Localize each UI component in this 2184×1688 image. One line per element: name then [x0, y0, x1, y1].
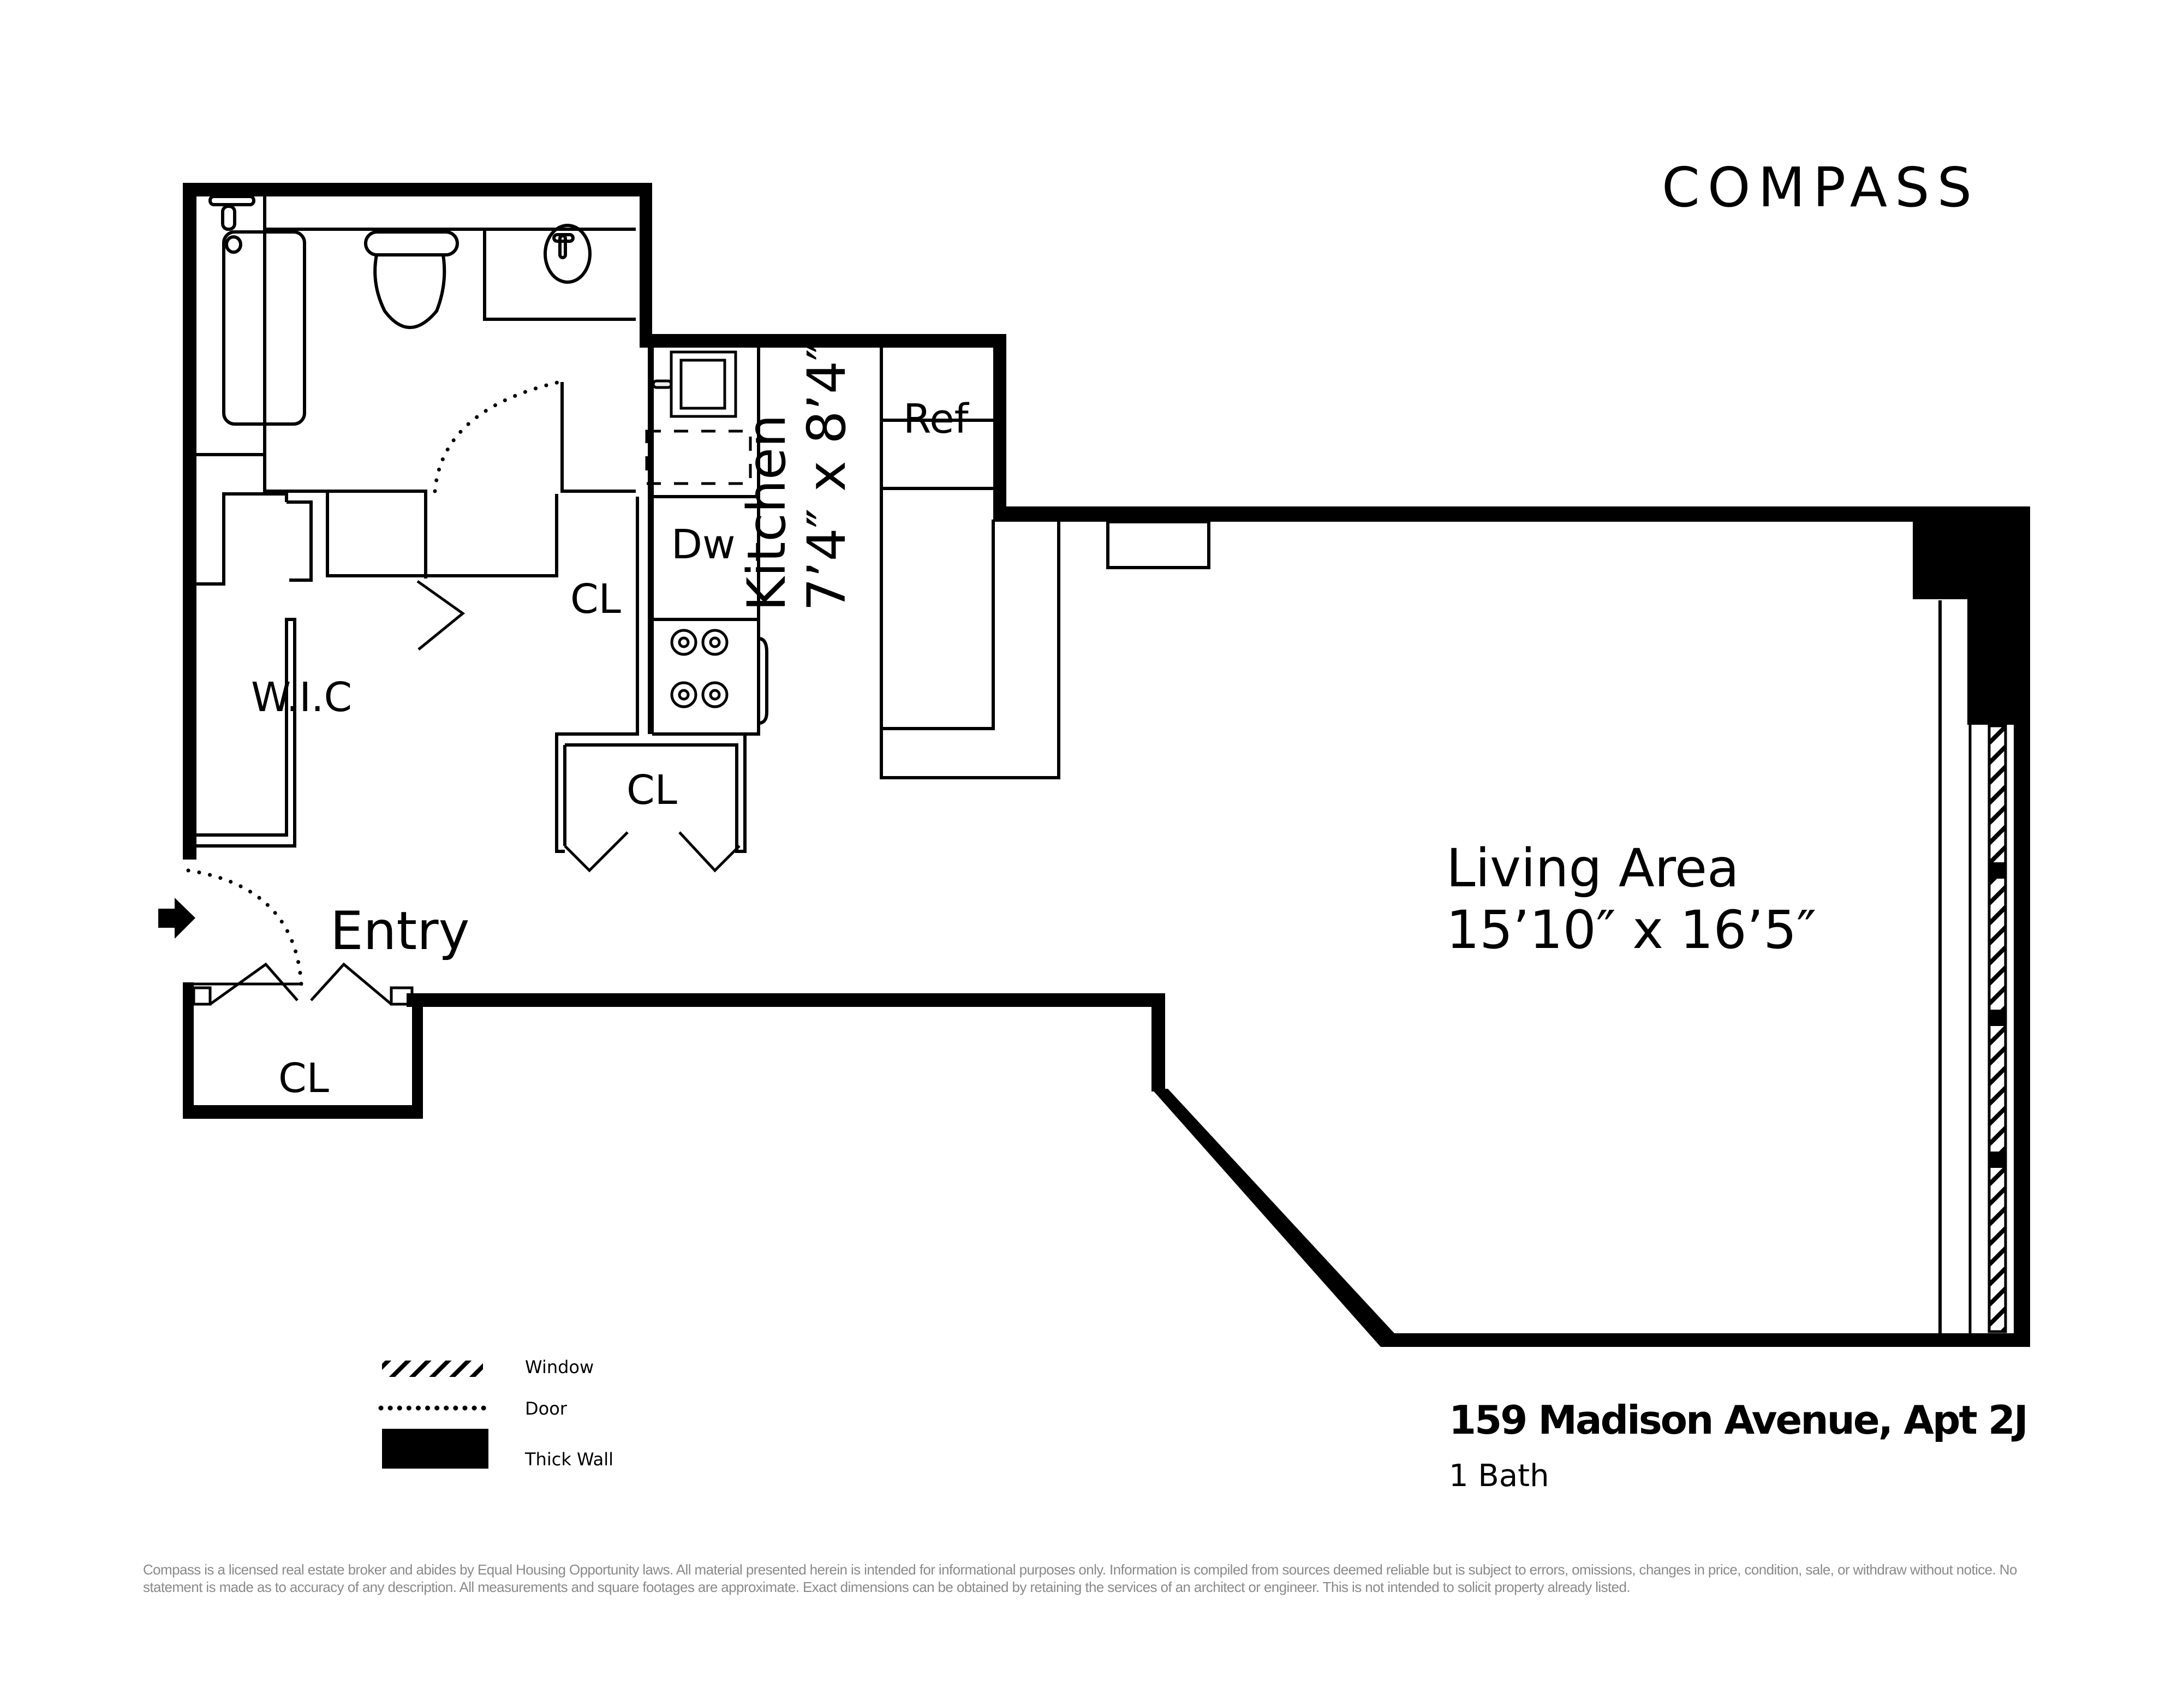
bath-sink-icon [544, 224, 592, 284]
legend-thick-wall-label: Thick Wall [525, 1449, 613, 1470]
legend-window-symbol [382, 1361, 483, 1377]
toilet-icon [364, 230, 459, 329]
label-closet-mid: CL [570, 576, 621, 623]
kitchen-dimensions: 7’4″ x 8’4″ [796, 341, 857, 611]
stove-icon [670, 629, 729, 708]
label-dishwasher: Dw [671, 521, 736, 568]
legend-wall-symbol [382, 1429, 488, 1469]
thick-walls [183, 183, 2030, 1347]
dishwasher-icon [645, 430, 752, 485]
label-living-area: Living Area [1446, 838, 1739, 899]
bathtub-icon [208, 195, 306, 426]
living-area-dimensions: 15’10″ x 16’5″ [1446, 899, 1817, 961]
window-right [1938, 600, 2007, 1333]
label-kitchen: Kitchen 7’4″ x 8’4″ [736, 341, 857, 611]
disclaimer-text: Compass is a licensed real estate broker… [143, 1561, 2017, 1595]
entry-arrow-icon [158, 898, 195, 939]
door-swings [186, 380, 562, 986]
listing-baths: 1 Bath [1449, 1458, 1549, 1494]
label-refrigerator: Ref [903, 396, 969, 443]
kitchen-name: Kitchen [736, 414, 797, 611]
label-closet-lower: CL [626, 767, 677, 814]
legend-window-label: Window [525, 1357, 594, 1377]
listing-address: 159 Madison Avenue, Apt 2J [1449, 1397, 2028, 1443]
interior-walls [196, 196, 1210, 873]
compass-logo: COMPASS [1662, 156, 1980, 219]
entry-closet-doors [186, 962, 414, 1006]
label-entry: Entry [330, 900, 470, 962]
kitchen-sink-icon [652, 350, 737, 418]
legend-door-label: Door [525, 1398, 567, 1419]
label-wic: W.I.C [251, 674, 353, 721]
label-closet-entry: CL [278, 1055, 329, 1102]
